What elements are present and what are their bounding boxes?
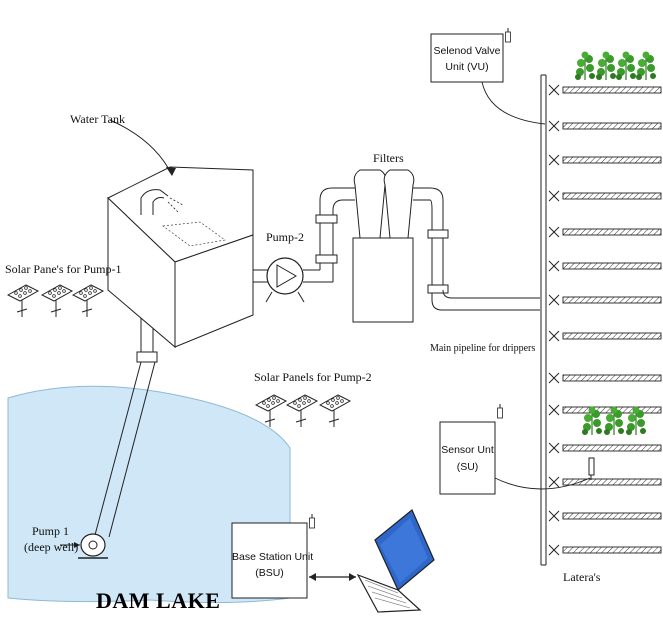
lateral-line [548, 294, 662, 306]
lateral-line [548, 260, 662, 272]
dripper-icon [548, 372, 560, 384]
lateral-pipe [562, 444, 662, 452]
sensor-unit-label-line1: Sensor Unt [441, 444, 494, 456]
lateral-line [548, 404, 662, 416]
lateral-pipe [562, 332, 662, 340]
pump2-label: Pump-2 [266, 230, 305, 244]
lateral-pipe [562, 156, 662, 164]
laptop-icon [356, 509, 435, 613]
lateral-line [548, 372, 662, 384]
lateral-line [548, 510, 662, 522]
filters-label: Filters [373, 151, 404, 165]
main-pipeline-label: Main pipeline for drippers [430, 343, 536, 354]
solar-panel-icon [72, 284, 104, 318]
dripper-icon [548, 190, 560, 202]
solar-panel-icon [7, 284, 39, 318]
laterals-field [540, 74, 662, 566]
dripper-icon [548, 294, 560, 306]
lateral-line [548, 190, 662, 202]
valve-unit-box [430, 33, 504, 83]
lateral-line [548, 154, 662, 166]
valve-unit-label-line2: Unit (VU) [445, 61, 489, 73]
plant-icon [615, 50, 637, 81]
antenna-icon [497, 403, 503, 419]
dripper-icon [548, 84, 560, 96]
antenna-icon [309, 513, 315, 529]
lateral-pipe [562, 374, 662, 382]
plant-icon [574, 50, 596, 81]
pump1-body [80, 533, 106, 557]
lateral-line [548, 330, 662, 342]
water-tank [107, 119, 254, 349]
dripper-icon [548, 510, 560, 522]
sensor-unit-label-line2: (SU) [456, 461, 479, 473]
sensor-probe [588, 457, 595, 480]
dripper-icon [548, 442, 560, 454]
dam-lake-label: DAM LAKE [96, 588, 221, 613]
lateral-pipe [562, 546, 662, 554]
antenna-icon [505, 27, 511, 43]
lateral-pipe [562, 512, 662, 520]
pump1-assembly [60, 215, 158, 559]
lateral-line [548, 84, 662, 96]
pump1-label-line2: (deep well) [24, 540, 79, 554]
lateral-pipe [562, 478, 662, 486]
solar-panel-icon [319, 394, 351, 428]
pump1-label-line1: Pump 1 [32, 524, 70, 538]
dripper-icon [548, 476, 560, 488]
dripper-icon [548, 120, 560, 132]
sensor-unit-box [439, 421, 496, 495]
lateral-pipe [562, 228, 662, 236]
dripper-icon [548, 544, 560, 556]
lateral-line [548, 476, 662, 488]
laterals-label: Latera's [563, 570, 601, 584]
dripper-icon [548, 154, 560, 166]
solar-pump1-label: Solar Pane's for Pump-1 [5, 262, 122, 276]
dripper-icon [548, 404, 560, 416]
lateral-pipe [562, 122, 662, 130]
dam-lake-water [7, 385, 291, 604]
lateral-line [548, 226, 662, 238]
lateral-line [548, 544, 662, 556]
solar-panel-icon [41, 284, 73, 318]
dripper-icon [548, 226, 560, 238]
base-station-label-line2: (BSU) [255, 567, 284, 579]
pump2-assembly [253, 187, 355, 303]
lateral-line [548, 120, 662, 132]
valve-unit-label-line1: Selenod Valve [433, 45, 501, 57]
lateral-line [548, 442, 662, 454]
dripper-icon [548, 330, 560, 342]
water-tank-label: Water Tank [70, 112, 125, 126]
base-station-box [231, 522, 308, 599]
lateral-pipe [562, 86, 662, 94]
base-station-label-line1: Base Station Unit [232, 551, 314, 563]
filters-assembly [352, 169, 540, 323]
plant-icon [635, 50, 657, 81]
plant-icon [595, 50, 617, 81]
dripper-icon [548, 260, 560, 272]
solar-pump2-label: Solar Panels for Pump-2 [254, 370, 372, 384]
lateral-pipe [562, 296, 662, 304]
lateral-pipe [562, 262, 662, 270]
solar-panel-icon [286, 394, 318, 428]
lateral-pipe [562, 192, 662, 200]
